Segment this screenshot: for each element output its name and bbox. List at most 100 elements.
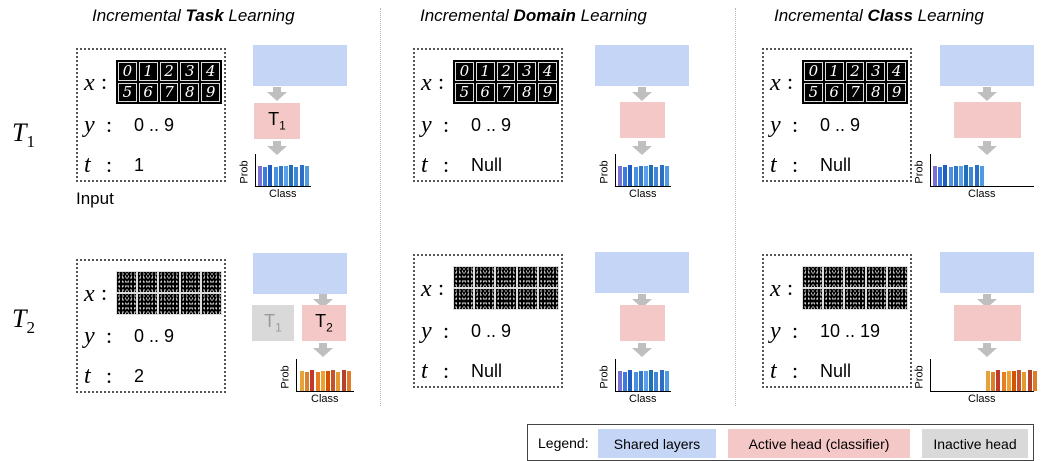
plot-bar bbox=[263, 167, 268, 186]
plot-bar bbox=[623, 167, 628, 186]
plot-xlabel: Class bbox=[968, 188, 996, 200]
legend-active-swatch: Active head (classifier) bbox=[728, 429, 910, 458]
task-id: 1 bbox=[134, 155, 145, 175]
var-x: x bbox=[84, 70, 95, 96]
plot-bar bbox=[969, 167, 974, 186]
plot-bar bbox=[628, 370, 633, 391]
plot-ylabel: Prob bbox=[279, 365, 292, 389]
mnist-digit: 9 bbox=[538, 83, 557, 102]
mnist-digit: 2 bbox=[159, 62, 179, 81]
active-head bbox=[620, 102, 665, 138]
noise-image bbox=[180, 294, 200, 314]
plot-xlabel: Class bbox=[269, 188, 297, 200]
colon: : bbox=[443, 358, 450, 383]
mnist-digit: 3 bbox=[180, 62, 200, 81]
colon: : bbox=[106, 152, 113, 177]
plot-bar bbox=[659, 165, 664, 186]
plot-bar bbox=[268, 165, 273, 186]
plot-bar bbox=[336, 372, 341, 391]
noise-image-grid bbox=[453, 266, 559, 310]
mnist-digit: 8 bbox=[180, 83, 200, 102]
plot-bar bbox=[331, 370, 336, 391]
plot-bar bbox=[664, 166, 669, 186]
shared-layers bbox=[940, 252, 1034, 293]
noise-image bbox=[496, 289, 516, 309]
var-y: y bbox=[421, 318, 432, 344]
noise-image-grid bbox=[116, 271, 222, 315]
legend-shared-label: Shared layers bbox=[613, 435, 701, 452]
plot-bar bbox=[278, 166, 283, 186]
plot-bar bbox=[638, 166, 643, 186]
plot-bar bbox=[304, 166, 309, 186]
shared-layers bbox=[940, 45, 1034, 86]
plot-bar bbox=[979, 166, 984, 186]
var-x: x bbox=[770, 276, 781, 302]
label-range: 0 .. 9 bbox=[471, 321, 512, 341]
mnist-digit: 5 bbox=[118, 83, 137, 102]
label-range: 0 .. 9 bbox=[134, 115, 175, 135]
plot-bar bbox=[964, 165, 969, 186]
legend-label: Legend: bbox=[538, 435, 589, 451]
noise-image-grid bbox=[802, 266, 908, 310]
plot-bar bbox=[654, 167, 659, 186]
var-t: t bbox=[421, 358, 428, 384]
plot-bar bbox=[633, 372, 638, 391]
plot-bar bbox=[1012, 371, 1016, 391]
plot-bar bbox=[664, 371, 669, 391]
shared-layers bbox=[253, 45, 347, 86]
plot-bar bbox=[305, 372, 310, 391]
mnist-digit: 0 bbox=[118, 62, 137, 81]
noise-image bbox=[475, 267, 495, 287]
plot-x-axis bbox=[296, 391, 354, 392]
mnist-digit: 3 bbox=[517, 62, 537, 81]
colon: : bbox=[101, 280, 108, 305]
plot-xlabel: Class bbox=[629, 188, 657, 200]
mnist-digit: 3 bbox=[866, 62, 886, 81]
noise-image bbox=[138, 272, 158, 292]
mnist-digit: 4 bbox=[201, 62, 220, 81]
noise-image bbox=[845, 289, 865, 309]
mnist-digit: 5 bbox=[455, 83, 474, 102]
plot-y-axis bbox=[930, 359, 931, 391]
mnist-digit: 0 bbox=[804, 62, 823, 81]
active-head bbox=[954, 305, 1021, 341]
plot-bar bbox=[320, 371, 325, 391]
noise-image bbox=[517, 289, 537, 309]
plot-bar bbox=[1032, 371, 1037, 391]
plot-bar bbox=[996, 370, 1001, 391]
mnist-digit: 5 bbox=[804, 83, 823, 102]
var-t: t bbox=[84, 152, 91, 178]
mnist-digit: 1 bbox=[138, 62, 158, 81]
active-head-t1: T1 bbox=[254, 103, 300, 139]
title-domain-learning: Incremental Domain Learning bbox=[420, 6, 647, 25]
plot-bar bbox=[991, 372, 996, 391]
noise-image bbox=[538, 289, 558, 309]
noise-image bbox=[454, 267, 474, 287]
plot-bar bbox=[299, 165, 304, 186]
shared-layers bbox=[595, 252, 689, 293]
mnist-digit: 8 bbox=[866, 83, 886, 102]
noise-image bbox=[517, 267, 537, 287]
plot-bar bbox=[1006, 371, 1011, 391]
plot-xlabel: Class bbox=[968, 393, 996, 405]
plot-bar bbox=[933, 166, 937, 186]
plot-bar bbox=[315, 372, 320, 391]
var-y: y bbox=[770, 112, 781, 138]
noise-image bbox=[803, 267, 823, 287]
task-id: Null bbox=[820, 155, 852, 175]
plot-x-axis bbox=[615, 186, 671, 187]
noise-image bbox=[475, 289, 495, 309]
mnist-digit: 2 bbox=[496, 62, 516, 81]
plot-bar bbox=[346, 371, 351, 391]
noise-image bbox=[117, 294, 137, 314]
plot-ylabel: Prob bbox=[913, 365, 926, 389]
row-label-t1: T1 bbox=[12, 118, 35, 152]
row-label-t2: T2 bbox=[12, 304, 35, 338]
plot-bar bbox=[1027, 370, 1032, 391]
colon: : bbox=[792, 112, 799, 137]
